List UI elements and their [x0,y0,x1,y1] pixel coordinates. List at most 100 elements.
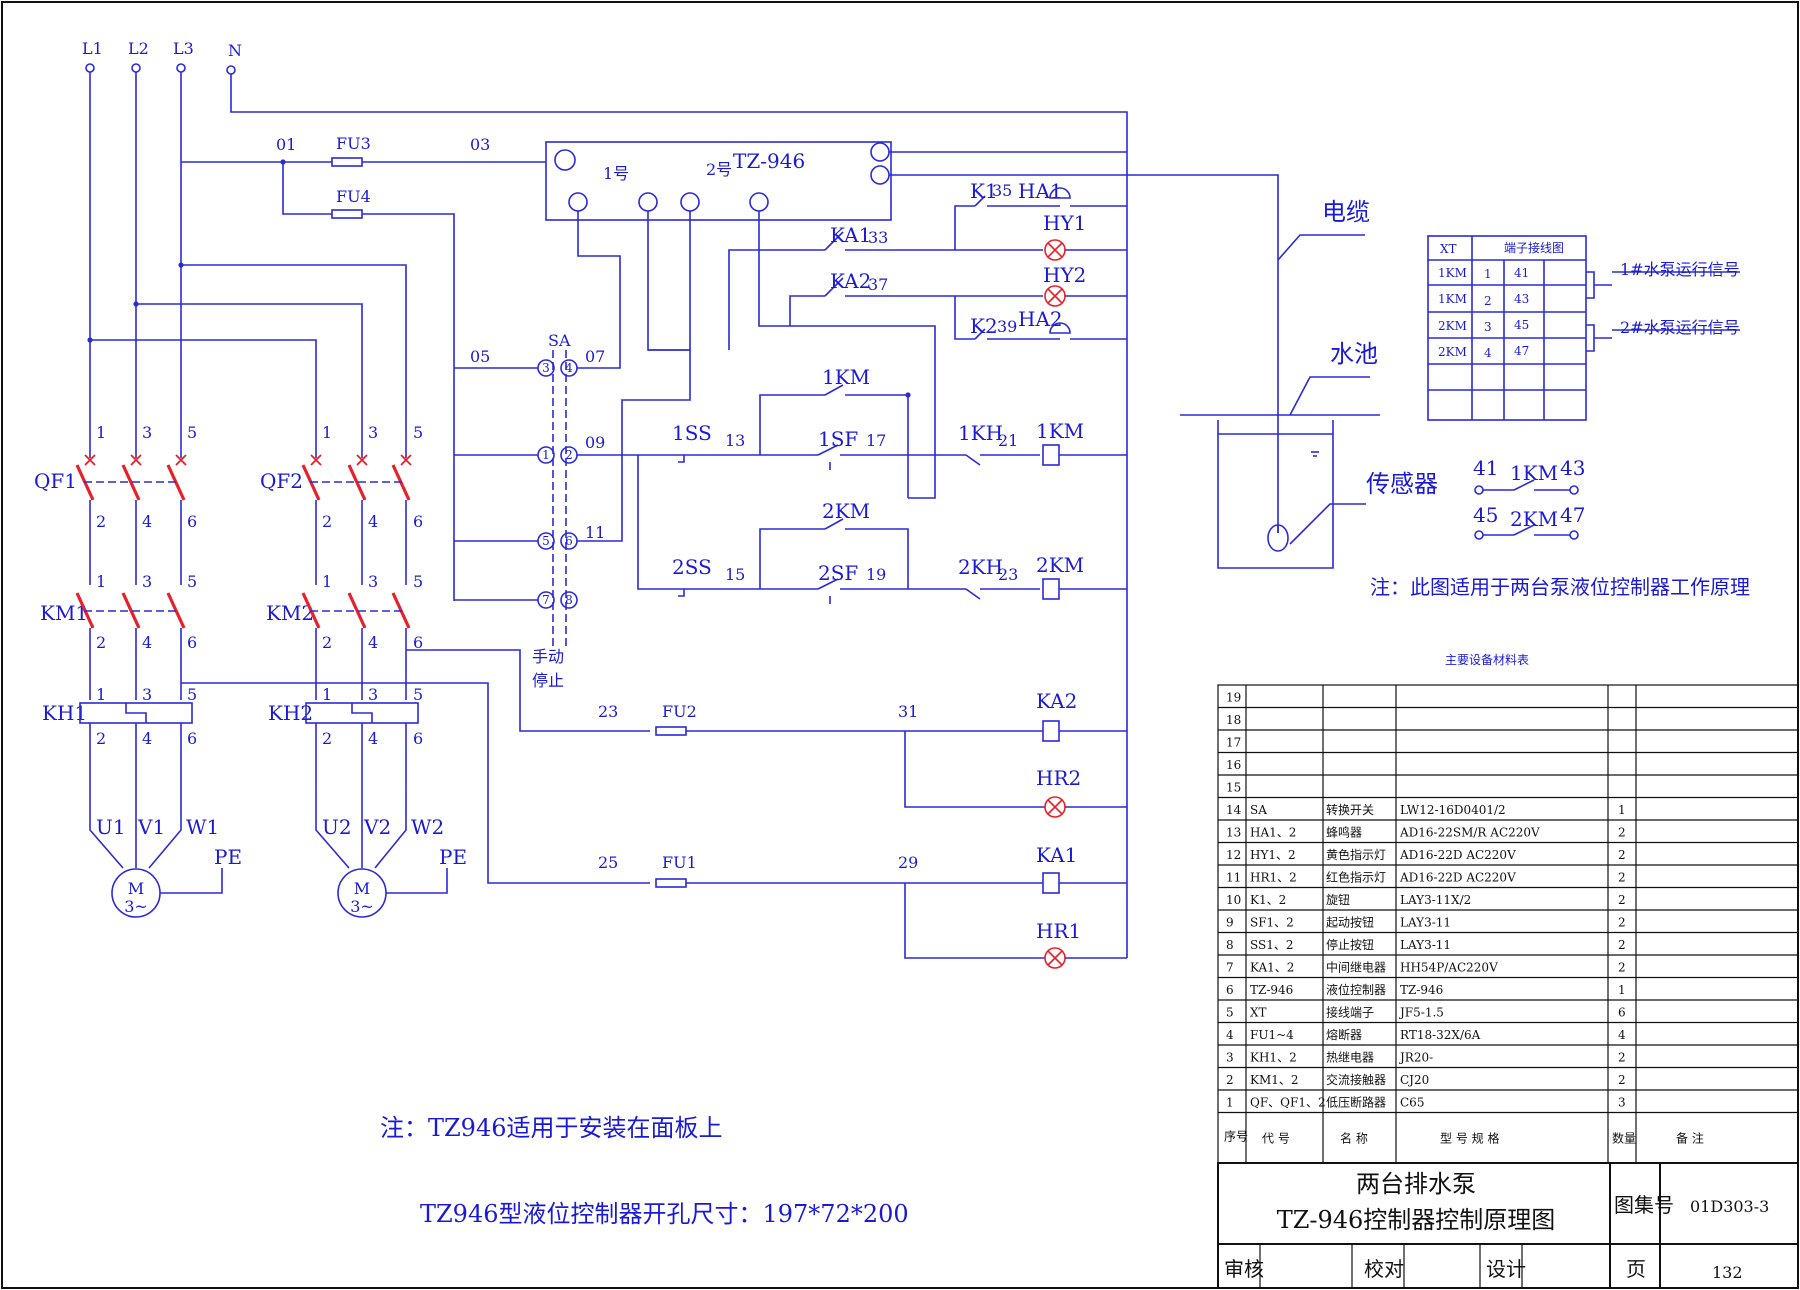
aux-contacts: 41 1KM 43 45 2KM 47 [1473,456,1585,540]
pump2-power-circuit: 1 3 5 QF2 2 4 6 1 3 5 KM2 2 4 6 1 3 5 KH… [260,423,467,918]
svg-text:TZ-946: TZ-946 [1400,983,1443,997]
sa-label: SA [548,331,571,350]
svg-text:LW12-16D0401/2: LW12-16D0401/2 [1400,803,1506,817]
svg-text:3~: 3~ [124,897,148,916]
svg-text:15: 15 [725,565,745,584]
svg-text:2: 2 [1618,871,1626,885]
svg-text:HY1: HY1 [1043,211,1086,235]
svg-text:6: 6 [413,633,423,652]
svg-text:HR1: HR1 [1036,919,1081,943]
svg-text:41: 41 [1473,456,1498,480]
supply-lines: L1 L2 L3 N [82,39,1128,958]
svg-text:交流接触器: 交流接触器 [1326,1072,1386,1087]
svg-text:1KM: 1KM [822,365,870,389]
svg-text:JR20-: JR20- [1398,1051,1433,1065]
svg-text:C65: C65 [1400,1096,1424,1110]
svg-text:7: 7 [1226,961,1234,975]
svg-text:13: 13 [1226,826,1241,840]
svg-text:1: 1 [1226,1096,1234,1110]
svg-text:3: 3 [142,572,152,591]
svg-text:17: 17 [866,431,886,450]
svg-text:23: 23 [598,702,618,721]
hy1-lamp [1044,239,1066,261]
svg-text:M: M [128,879,144,898]
svg-text:手动: 手动 [532,647,564,666]
svg-text:QF、QF1、2: QF、QF1、2 [1250,1096,1326,1110]
svg-text:9: 9 [1226,916,1234,930]
svg-text:4: 4 [142,729,152,748]
svg-text:转换开关: 转换开关 [1326,802,1374,817]
ka1-coil [1042,872,1060,894]
bom-header: 序号代 号名 称型 号 规 格数量备 注 [1224,1129,1704,1146]
svg-text:4: 4 [1484,346,1492,360]
svg-text:11: 11 [585,523,605,542]
svg-text:低压断路器: 低压断路器 [1326,1095,1386,1110]
terminal-table: XT 端子接线图 1KM 1 41 1KM 2 43 2KM 3 45 2KM … [1427,235,1740,421]
svg-text:2: 2 [1226,1073,1234,1087]
svg-text:V2: V2 [363,815,391,839]
svg-text:2: 2 [1618,961,1626,975]
svg-text:FU1~4: FU1~4 [1250,1028,1294,1042]
page-number: 132 [1712,1263,1743,1282]
svg-text:3: 3 [1226,1051,1234,1065]
sensor-label: 传感器 [1366,470,1438,498]
svg-text:中间继电器: 中间继电器 [1326,960,1386,975]
pool-label: 水池 [1330,340,1378,368]
svg-text:23: 23 [998,565,1018,584]
svg-text:2KM: 2KM [1036,553,1084,577]
svg-text:1SS: 1SS [672,421,712,445]
svg-text:2号: 2号 [706,160,732,179]
title-block: 两台排水泵 TZ-946控制器控制原理图 图集号 01D303-3 审核 校对 … [1217,1162,1799,1289]
svg-text:3: 3 [368,572,378,591]
svg-text:07: 07 [585,347,605,366]
svg-text:8: 8 [1226,938,1234,952]
svg-text:39: 39 [997,317,1017,336]
fu2-fuse [655,726,687,736]
svg-text:2: 2 [1618,938,1626,952]
svg-text:M: M [354,879,370,898]
bom-row: 18 [1226,713,1241,727]
svg-text:W2: W2 [411,815,444,839]
hr2-lamp [1044,796,1066,818]
svg-text:U2: U2 [322,815,352,839]
svg-text:1KM: 1KM [1438,292,1467,306]
svg-text:2: 2 [1618,1051,1626,1065]
svg-text:01: 01 [276,135,296,154]
svg-text:TZ-946: TZ-946 [1250,983,1293,997]
fu4-label: FU4 [336,187,371,206]
svg-text:2: 2 [96,729,106,748]
svg-text:K1、2: K1、2 [1250,893,1286,907]
svg-text:SS1、2: SS1、2 [1250,938,1294,952]
svg-text:序号: 序号 [1224,1129,1248,1144]
svg-text:14: 14 [1226,803,1242,817]
svg-text:HR1、2: HR1、2 [1250,871,1297,885]
svg-text:KA1: KA1 [1036,843,1077,867]
svg-text:端子接线图: 端子接线图 [1504,240,1564,255]
svg-text:校对: 校对 [1364,1257,1404,1281]
svg-text:21: 21 [998,431,1018,450]
svg-text:6: 6 [187,729,197,748]
svg-text:2: 2 [322,512,332,531]
svg-text:17: 17 [1226,736,1241,750]
qf1-label: QF1 [34,469,77,493]
note-cutout: TZ946型液位控制器开孔尺寸：197*72*200 [420,1200,909,1228]
bom-row: 8 SS1、2 停止按钮 LAY3-11 2 [1226,937,1626,952]
svg-text:停止按钮: 停止按钮 [1326,937,1374,952]
fu4-fuse [331,209,363,219]
svg-text:2: 2 [322,633,332,652]
svg-text:AD16-22SM/R AC220V: AD16-22SM/R AC220V [1399,826,1540,840]
svg-text:6: 6 [413,512,423,531]
svg-text:4: 4 [142,633,152,652]
svg-text:16: 16 [1226,758,1241,772]
svg-text:1: 1 [96,423,106,442]
svg-text:LAY3-11: LAY3-11 [1400,938,1451,952]
svg-text:HA2: HA2 [1018,307,1063,331]
drawing-title-2: TZ-946控制器控制原理图 [1277,1206,1556,1234]
svg-text:XT: XT [1250,1006,1267,1020]
svg-text:3: 3 [368,423,378,442]
svg-text:1#水泵运行信号: 1#水泵运行信号 [1620,260,1740,279]
svg-text:KM1、2: KM1、2 [1250,1073,1299,1087]
